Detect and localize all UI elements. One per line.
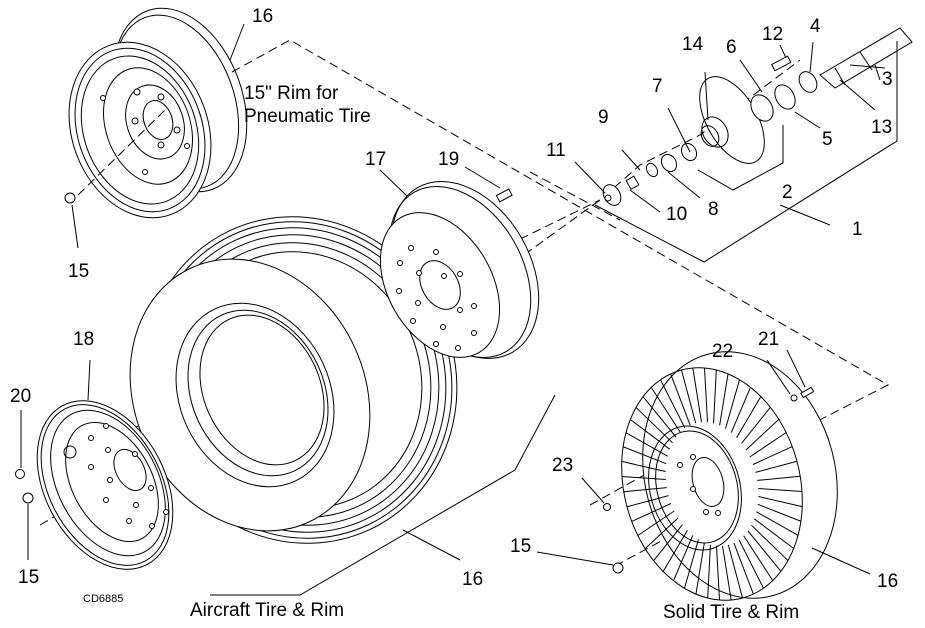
caption-solid: Solid Tire & Rim <box>663 602 800 623</box>
tread-line <box>753 518 795 549</box>
callout-15-top: 15 <box>68 261 89 282</box>
tread-line <box>622 446 667 465</box>
tread-line <box>745 418 780 451</box>
bolt-21 <box>800 386 815 399</box>
lug-nut-15-rear <box>22 492 34 560</box>
tread-line <box>713 369 717 424</box>
callout-7: 7 <box>652 76 663 97</box>
tread-line <box>673 535 694 581</box>
tread-line <box>670 373 691 426</box>
tread-line <box>660 379 686 429</box>
callout-10: 10 <box>666 204 687 225</box>
callout-23: 23 <box>552 455 573 476</box>
tread-line <box>730 387 751 433</box>
tread-line <box>650 387 681 433</box>
callout-11: 11 <box>546 140 566 161</box>
tread-line <box>642 396 677 438</box>
tread-line <box>635 407 673 444</box>
callout-13: 13 <box>871 117 892 138</box>
tread-line <box>738 539 764 589</box>
tread-line <box>644 517 679 550</box>
callout-15-solid: 15 <box>510 536 531 557</box>
pneumatic-rim <box>68 7 248 219</box>
callout-1: 1 <box>852 219 863 240</box>
callout-12: 12 <box>762 24 783 45</box>
tread-line <box>727 544 744 599</box>
tread-line <box>704 367 708 423</box>
callout-16-aircraft: 16 <box>462 569 483 590</box>
tread-line <box>653 524 683 562</box>
tread-line <box>757 503 802 522</box>
tread-line <box>749 432 787 458</box>
tread-line <box>756 511 799 536</box>
callout-15-rear: 15 <box>18 567 39 588</box>
lug-nut-20 <box>15 410 25 479</box>
tread-line <box>625 432 668 457</box>
callout-16-top: 16 <box>252 6 273 27</box>
tread-line <box>621 460 666 472</box>
tread-line <box>755 460 798 473</box>
aircraft-rim-rear <box>36 400 174 570</box>
tread-line <box>721 545 732 601</box>
nut-23 <box>603 503 611 511</box>
tread-line <box>684 539 699 589</box>
tread-line <box>631 503 672 522</box>
tread-line <box>680 369 697 424</box>
tread-line <box>741 406 771 444</box>
caption-pneumatic-line2: Pneumatic Tire <box>244 106 371 127</box>
tread-line <box>662 530 688 572</box>
callout-21: 21 <box>758 329 779 350</box>
group-brackets <box>594 41 898 263</box>
callout-19: 19 <box>438 149 459 170</box>
callout-8: 8 <box>708 199 719 220</box>
tread-line <box>637 510 675 536</box>
tread-line <box>626 495 669 508</box>
tread-line <box>733 542 754 595</box>
tread-line <box>621 476 666 480</box>
callout-22: 22 <box>712 341 733 362</box>
callout-20: 20 <box>10 386 31 407</box>
bolt-19 <box>495 188 513 203</box>
tread-line <box>707 544 711 599</box>
tread-line <box>695 542 705 595</box>
caption-aircraft: Aircraft Tire & Rim <box>190 600 345 621</box>
callout-6: 6 <box>726 37 737 58</box>
tread-line <box>752 446 793 465</box>
callout-3: 3 <box>882 69 893 90</box>
hub-assembly <box>602 27 913 206</box>
figure-code: CD6885 <box>83 593 124 605</box>
callout-16-solid: 16 <box>877 571 898 592</box>
callout-18: 18 <box>73 329 94 350</box>
callout-5: 5 <box>822 129 833 150</box>
tread-line <box>747 530 782 572</box>
callout-14: 14 <box>682 34 704 55</box>
tread-line <box>692 367 703 423</box>
tread-line <box>725 379 740 429</box>
callout-labels: 16 15 17 19 11 10 9 8 7 14 6 12 4 3 5 13… <box>10 6 898 592</box>
tread-line <box>758 496 803 508</box>
tread-line <box>719 373 729 426</box>
lug-nut-15-top <box>64 192 79 249</box>
tread-line <box>757 475 801 481</box>
leader-lines <box>87 23 886 596</box>
tread-line <box>743 535 774 581</box>
callout-9: 9 <box>598 107 609 128</box>
tread-line <box>736 396 762 438</box>
solid-tire-treads <box>621 367 803 601</box>
callout-17: 17 <box>365 149 386 170</box>
callout-2: 2 <box>782 182 793 203</box>
tread-line <box>623 487 667 493</box>
tread-line <box>758 488 803 492</box>
lug-nut-15-solid <box>612 562 624 574</box>
tread-line <box>629 419 671 450</box>
callout-4: 4 <box>810 16 821 37</box>
tread-line <box>751 524 789 561</box>
caption-pneumatic-line1: 15" Rim for <box>244 83 339 104</box>
solid-tire <box>621 351 838 601</box>
aircraft-rim-front <box>379 181 540 359</box>
washer-22 <box>790 394 798 402</box>
tread-line <box>716 545 720 601</box>
